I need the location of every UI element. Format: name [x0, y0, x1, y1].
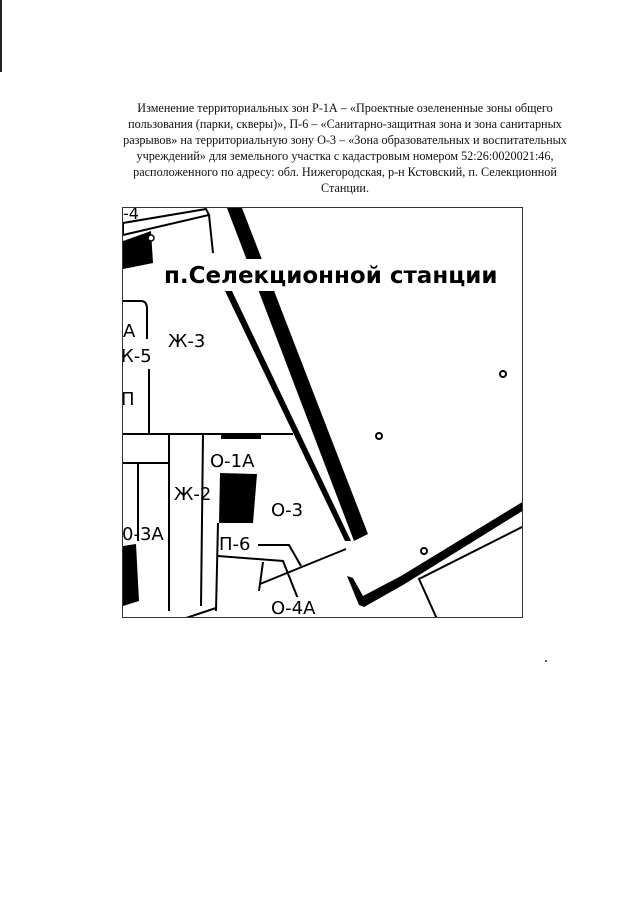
- zone-border: [258, 561, 264, 592]
- caption-line: разрывов» на территориальную зону О-3 – …: [123, 133, 567, 147]
- caption-line: расположенного по адресу: обл. Нижегород…: [133, 165, 557, 179]
- zone-label-zh3: Ж-3: [168, 331, 205, 352]
- caption-line: Изменение территориальных зон Р-1А – «Пр…: [137, 101, 553, 115]
- zone-label-o3: О-3: [271, 500, 303, 521]
- left-dark-block: [123, 544, 139, 606]
- zoning-map: п.Селекционной станции -4 А К-5 П Ж-3 О-…: [122, 207, 523, 618]
- road-lower-right: [347, 502, 522, 607]
- label-backdrop: [161, 259, 511, 291]
- map-drawing: п.Селекционной станции -4 А К-5 П Ж-3 О-…: [123, 208, 522, 618]
- zone-label-zh2: Ж-2: [174, 484, 211, 505]
- building-o1a: [219, 473, 257, 523]
- zone-label-top-left: -4: [123, 208, 139, 223]
- caption-line: учреждений» для земельного участка с кад…: [136, 149, 554, 163]
- caption-line: Станции.: [321, 181, 369, 195]
- boundary-line: [185, 607, 217, 617]
- zone-border-a: [123, 300, 148, 339]
- zone-label-o1a: О-1А: [210, 451, 255, 472]
- boundary-line: [208, 214, 214, 254]
- point-marker: [420, 547, 428, 555]
- zone-border: [215, 522, 219, 612]
- point-marker: [499, 370, 507, 378]
- zone-label-o4a: О-4А: [271, 598, 316, 618]
- zone-border: [200, 433, 204, 607]
- boundary-line: [259, 548, 347, 585]
- caption-line: пользования (парки, скверы)», П-6 – «Сан…: [128, 117, 562, 131]
- settlement-label: п.Селекционной станции: [164, 263, 498, 289]
- main-road: [227, 208, 368, 541]
- zone-label-p: П: [123, 389, 135, 410]
- scan-edge-mark: [0, 0, 2, 72]
- document-caption: Изменение территориальных зон Р-1А – «Пр…: [115, 100, 575, 196]
- zone-label-a: А: [123, 321, 136, 342]
- road-edge: [225, 291, 351, 541]
- block-top-left: [123, 231, 153, 269]
- zone-label-p6: П-6: [219, 534, 250, 555]
- point-marker: [375, 432, 383, 440]
- label-backdrop: [269, 597, 321, 617]
- point-marker: [147, 234, 155, 242]
- zone-label-k5: К-5: [123, 346, 152, 367]
- building: [221, 434, 261, 439]
- scan-speck: [545, 660, 547, 662]
- zone-label-o3a: 0-3А: [123, 524, 164, 545]
- parcel-border: [417, 525, 522, 617]
